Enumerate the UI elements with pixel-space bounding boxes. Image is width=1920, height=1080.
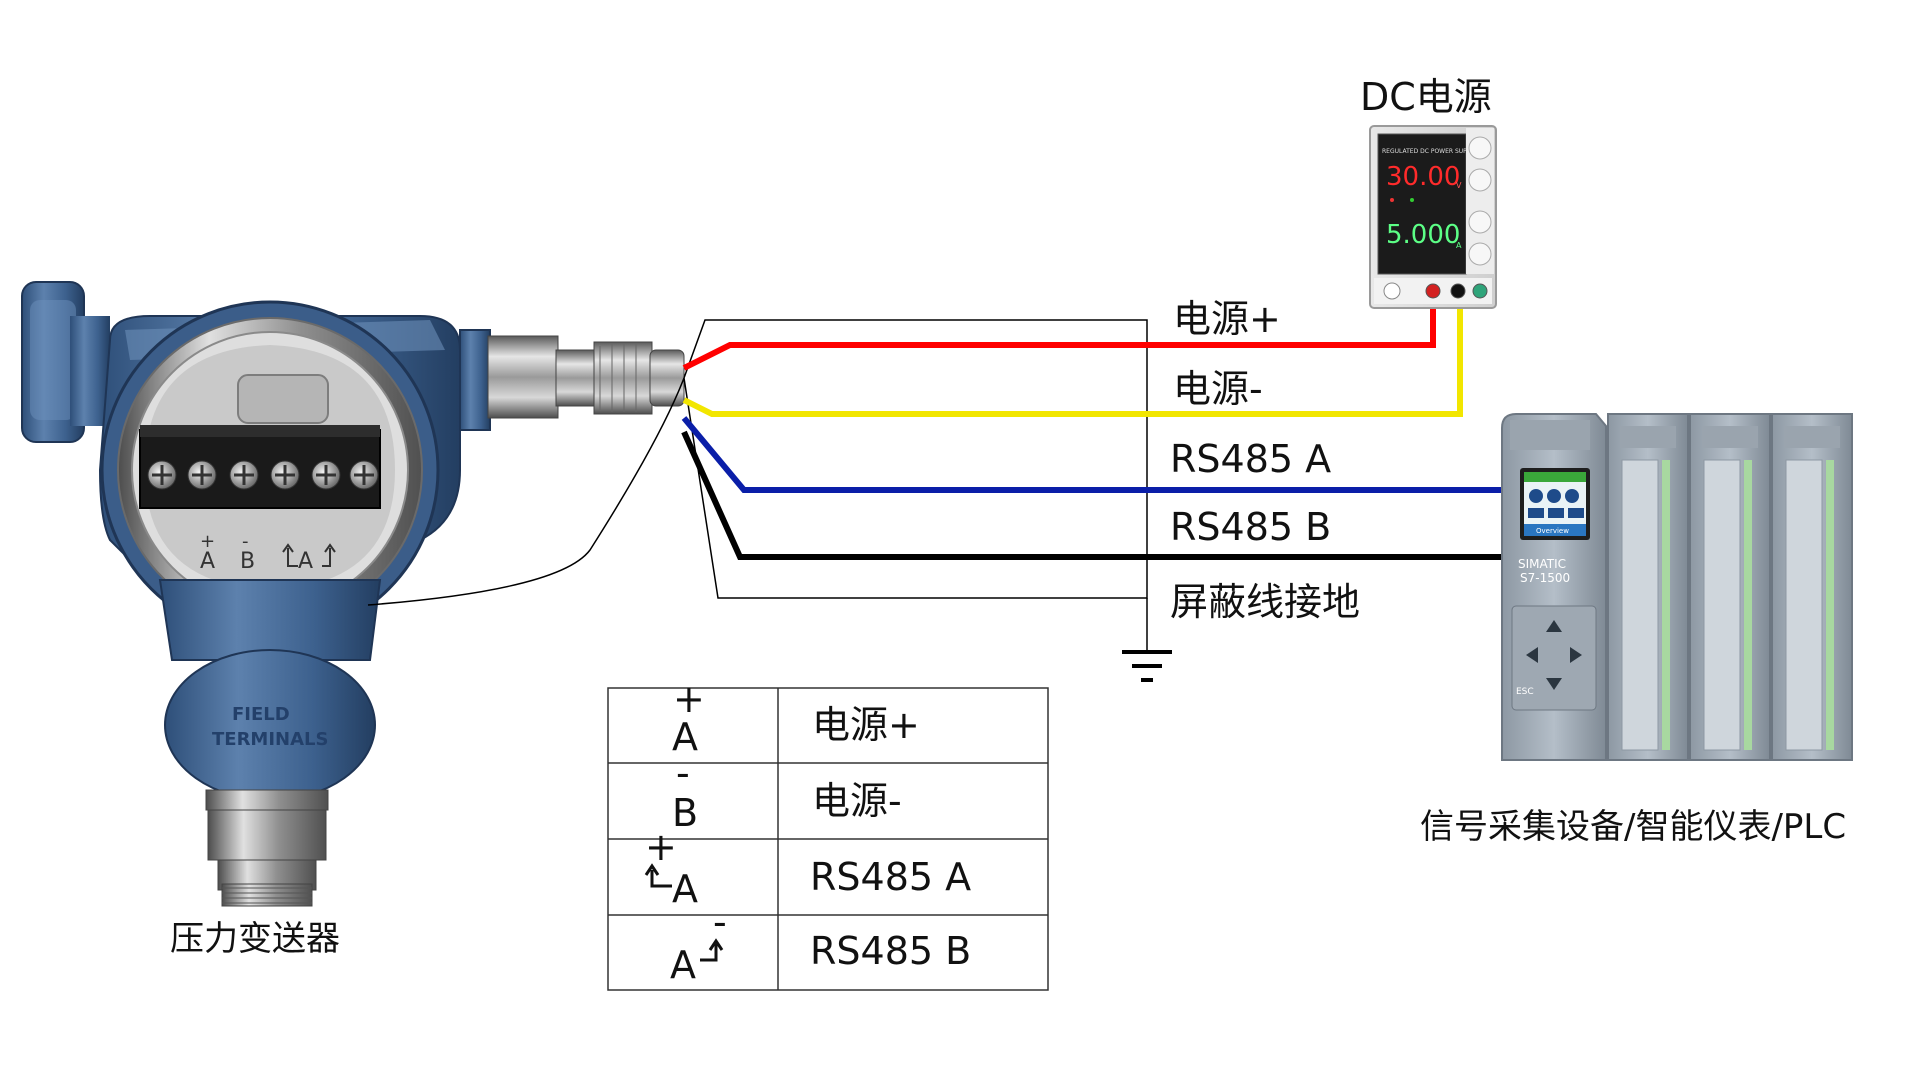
wire-label-rs485-b: RS485 B [1170, 505, 1331, 549]
terminal-marks: A B A + - [200, 531, 336, 574]
badge-field: FIELD [232, 704, 290, 725]
nav-up-icon [1546, 620, 1562, 632]
legend-symbol-main: A [670, 943, 696, 987]
legend-symbol-mark: + [645, 825, 677, 869]
legend-arrow-icon [700, 938, 724, 962]
legend-row: A - RS485 B [670, 900, 971, 987]
negative-terminal-icon [1450, 283, 1466, 299]
dc-power-supply: REGULATED DC POWER SUPPLY 30.00 V 5.000 … [1369, 125, 1497, 309]
terminal-mark-rs485-a: A [298, 549, 313, 574]
legend-symbol-main: A [672, 715, 698, 759]
current-display: 5.000 [1386, 220, 1460, 250]
voltage-fine-knob-icon [1468, 168, 1492, 192]
nav-down-icon [1546, 678, 1562, 690]
legend-symbol-mark: - [676, 751, 690, 795]
wire-rs485-a [681, 416, 1510, 493]
wire-label-rs485-a: RS485 A [1170, 437, 1331, 481]
legend-description: RS485 B [810, 929, 971, 973]
plc-model-line1: SIMATIC [1518, 557, 1566, 571]
transmitter-caption: 压力变送器 [170, 919, 340, 959]
wire-power-plus [682, 296, 1436, 371]
plc-caption: 信号采集设备/智能仪表/PLC [1420, 807, 1846, 847]
wire-rs485-b [681, 430, 1510, 560]
terminal-mark-a-plus: A [200, 549, 215, 574]
voltage-display: 30.00 [1386, 162, 1460, 192]
wire-power-minus [682, 296, 1463, 417]
wiring [367, 296, 1510, 650]
diagnostics-icon [1565, 489, 1579, 503]
terminal-legend-table: + A 电源+ - B 电源- + A RS485 A A - RS485 B [607, 677, 1049, 991]
legend-row: - B 电源- [672, 751, 902, 835]
settings-icon [1547, 489, 1561, 503]
badge-terminals: TERMINALS [212, 729, 328, 750]
wire-label-shield-ground: 屏蔽线接地 [1170, 580, 1360, 624]
ground-icon [1122, 650, 1172, 682]
plc-screen-label: Overview [1536, 527, 1569, 535]
nav-right-icon [1570, 647, 1582, 663]
terminal-screws [147, 460, 379, 490]
plc-model-line2: S7-1500 [1520, 571, 1570, 585]
info-icon [1529, 489, 1543, 503]
shield-braid-outline [683, 319, 1148, 599]
plc-device: Overview SIMATIC S7-1500 ESC [1501, 413, 1853, 761]
ground-terminal-icon [1472, 283, 1488, 299]
terminal-mark-b-minus: B [240, 549, 255, 574]
svg-text:+: + [200, 531, 215, 552]
wire-label-power-plus: 电源+ [1173, 297, 1281, 341]
legend-symbol-main: A [672, 867, 698, 911]
nav-left-icon [1526, 647, 1538, 663]
current-unit: A [1456, 241, 1462, 250]
io-modules [1607, 413, 1853, 761]
legend-symbol-mark: - [713, 900, 727, 944]
power-switch-icon [1383, 282, 1401, 300]
voltage-unit: V [1456, 181, 1462, 190]
positive-terminal-icon [1425, 283, 1441, 299]
power-supply-header: REGULATED DC POWER SUPPLY [1382, 148, 1477, 155]
legend-description: RS485 A [810, 855, 971, 899]
current-coarse-knob-icon [1468, 210, 1492, 234]
legend-arrow-icon [644, 863, 672, 888]
legend-description: 电源- [812, 779, 902, 823]
current-fine-knob-icon [1468, 242, 1492, 266]
power-supply-title: DC电源 [1360, 75, 1492, 119]
legend-row: + A RS485 A [644, 825, 971, 911]
voltage-coarse-knob-icon [1468, 136, 1492, 160]
svg-text:-: - [242, 531, 249, 552]
pressure-transmitter: A B A + - FIELD TERMINALS [21, 281, 685, 907]
plc-esc-label: ESC [1516, 687, 1534, 697]
legend-row: + A 电源+ [672, 677, 920, 759]
wire-label-power-minus: 电源- [1173, 367, 1263, 411]
legend-symbol-main: B [672, 791, 698, 835]
legend-symbol-mark: + [673, 677, 705, 721]
shield-drain-wire [367, 377, 685, 606]
legend-description: 电源+ [812, 703, 920, 747]
